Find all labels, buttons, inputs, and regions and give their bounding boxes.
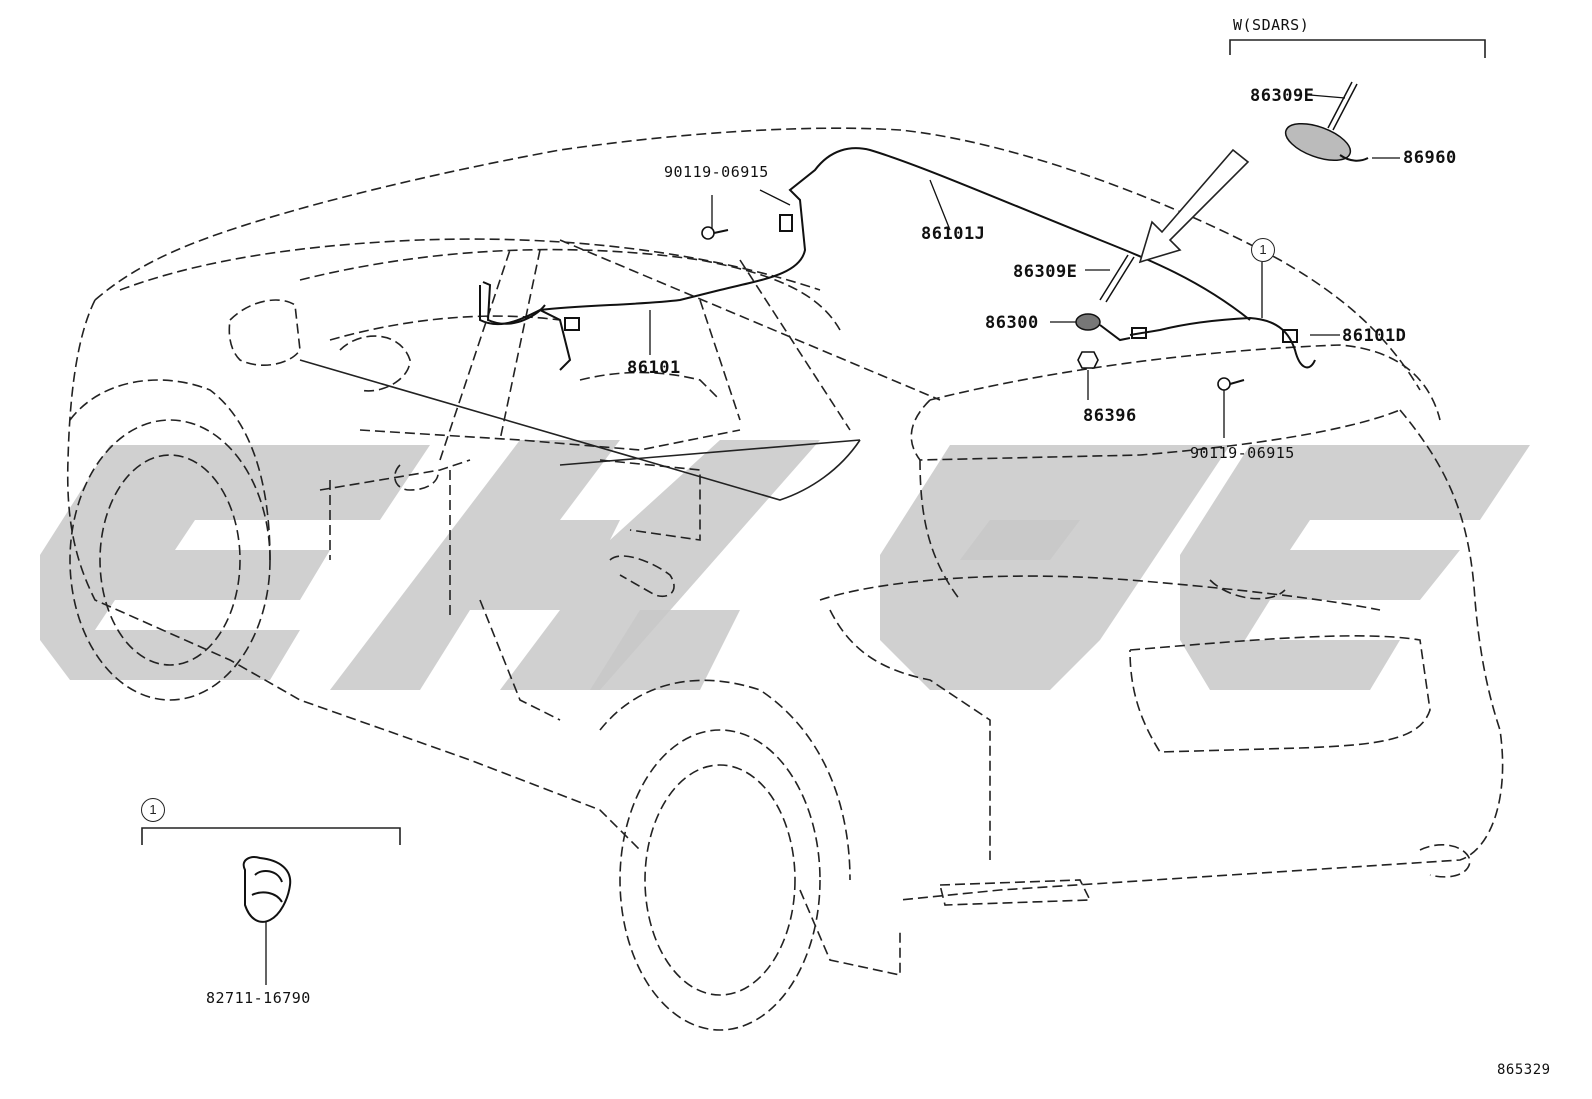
part-label-86309E-top[interactable]: 86309E xyxy=(1250,86,1315,106)
part-label-86300[interactable]: 86300 xyxy=(985,313,1039,333)
watermark-logo xyxy=(40,440,1530,690)
figure-number: 865329 xyxy=(1497,1062,1551,1078)
part-label-86309E-mid[interactable]: 86309E xyxy=(1013,262,1078,282)
part-label-82711-16790[interactable]: 82711-16790 xyxy=(206,989,311,1007)
part-label-86101[interactable]: 86101 xyxy=(627,358,681,378)
part-label-90119-06915-bottom[interactable]: 90119-06915 xyxy=(1190,444,1295,462)
part-label-86101D[interactable]: 86101D xyxy=(1342,326,1407,346)
part-label-90119-06915-top[interactable]: 90119-06915 xyxy=(664,163,769,181)
part-label-86960[interactable]: 86960 xyxy=(1403,148,1457,168)
variant-label-sdars: W(SDARS) xyxy=(1233,16,1310,34)
parts-geometry xyxy=(141,39,1486,923)
leader-lines xyxy=(265,94,1400,985)
part-label-86101J[interactable]: 86101J xyxy=(921,224,986,244)
part-label-86396[interactable]: 86396 xyxy=(1083,406,1137,426)
vehicle-outline xyxy=(66,127,1504,1031)
callout-1-top[interactable]: 1 xyxy=(1251,238,1275,262)
callout-1-bottom[interactable]: 1 xyxy=(141,798,165,822)
